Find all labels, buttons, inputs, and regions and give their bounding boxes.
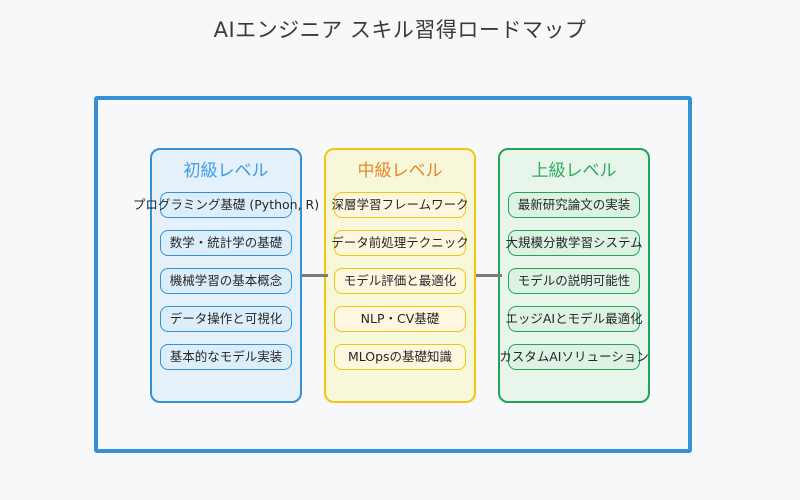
- skill-label: カスタムAIソリューション: [499, 348, 649, 364]
- connector-beginner-intermediate: [302, 274, 328, 277]
- skill-label: プログラミング基礎 (Python, R): [132, 196, 320, 212]
- skill-label: データ前処理テクニック: [331, 234, 469, 250]
- level-header-advanced: 上級レベル: [531, 161, 617, 181]
- skill-item[interactable]: データ操作と可視化: [160, 306, 292, 332]
- level-header-intermediate: 中級レベル: [357, 161, 443, 181]
- skill-item[interactable]: 基本的なモデル実装: [160, 344, 292, 370]
- skill-list-beginner: プログラミング基礎 (Python, R) 数学・統計学の基礎 機械学習の基本概…: [133, 192, 319, 370]
- skill-label: NLP・CV基礎: [360, 310, 440, 326]
- skill-label: データ操作と可視化: [169, 310, 283, 326]
- skill-label: 深層学習フレームワーク: [331, 196, 469, 212]
- skill-label: モデルの説明可能性: [517, 272, 631, 288]
- skill-item[interactable]: モデル評価と最適化: [334, 268, 466, 294]
- skill-label: 大規模分散学習システム: [505, 234, 643, 250]
- skill-label: MLOpsの基礎知識: [347, 348, 453, 364]
- skill-label: 数学・統計学の基礎: [169, 234, 283, 250]
- skill-item[interactable]: エッジAIとモデル最適化: [505, 306, 643, 332]
- skill-item[interactable]: 深層学習フレームワーク: [331, 192, 469, 218]
- skill-item[interactable]: 数学・統計学の基礎: [160, 230, 292, 256]
- skill-list-advanced: 最新研究論文の実装 大規模分散学習システム モデルの説明可能性 エッジAIとモデ…: [499, 192, 649, 370]
- level-card-advanced[interactable]: 上級レベル 最新研究論文の実装 大規模分散学習システム モデルの説明可能性 エッ…: [498, 148, 650, 403]
- skill-list-intermediate: 深層学習フレームワーク データ前処理テクニック モデル評価と最適化 NLP・CV…: [326, 192, 474, 370]
- connector-intermediate-advanced: [476, 274, 502, 277]
- level-header-beginner: 初級レベル: [183, 161, 269, 181]
- level-card-beginner[interactable]: 初級レベル プログラミング基礎 (Python, R) 数学・統計学の基礎 機械…: [133, 148, 319, 403]
- skill-label: 基本的なモデル実装: [169, 348, 283, 364]
- skill-item[interactable]: 大規模分散学習システム: [505, 230, 643, 256]
- roadmap-columns: 初級レベル プログラミング基礎 (Python, R) 数学・統計学の基礎 機械…: [133, 148, 650, 403]
- skill-item[interactable]: カスタムAIソリューション: [499, 344, 649, 370]
- skill-item[interactable]: プログラミング基礎 (Python, R): [133, 192, 319, 218]
- skill-label: 最新研究論文の実装: [517, 196, 631, 212]
- skill-label: エッジAIとモデル最適化: [505, 310, 643, 326]
- page-title: AIエンジニア スキル習得ロードマップ: [213, 18, 587, 42]
- skill-item[interactable]: NLP・CV基礎: [334, 306, 466, 332]
- level-card-intermediate[interactable]: 中級レベル 深層学習フレームワーク データ前処理テクニック モデル評価と最適化 …: [324, 148, 476, 403]
- skill-item[interactable]: MLOpsの基礎知識: [334, 344, 466, 370]
- skill-item[interactable]: 機械学習の基本概念: [160, 268, 292, 294]
- skill-label: モデル評価と最適化: [343, 272, 457, 288]
- skill-item[interactable]: 最新研究論文の実装: [508, 192, 640, 218]
- skill-label: 機械学習の基本概念: [169, 272, 283, 288]
- skill-item[interactable]: データ前処理テクニック: [331, 230, 469, 256]
- skill-item[interactable]: モデルの説明可能性: [508, 268, 640, 294]
